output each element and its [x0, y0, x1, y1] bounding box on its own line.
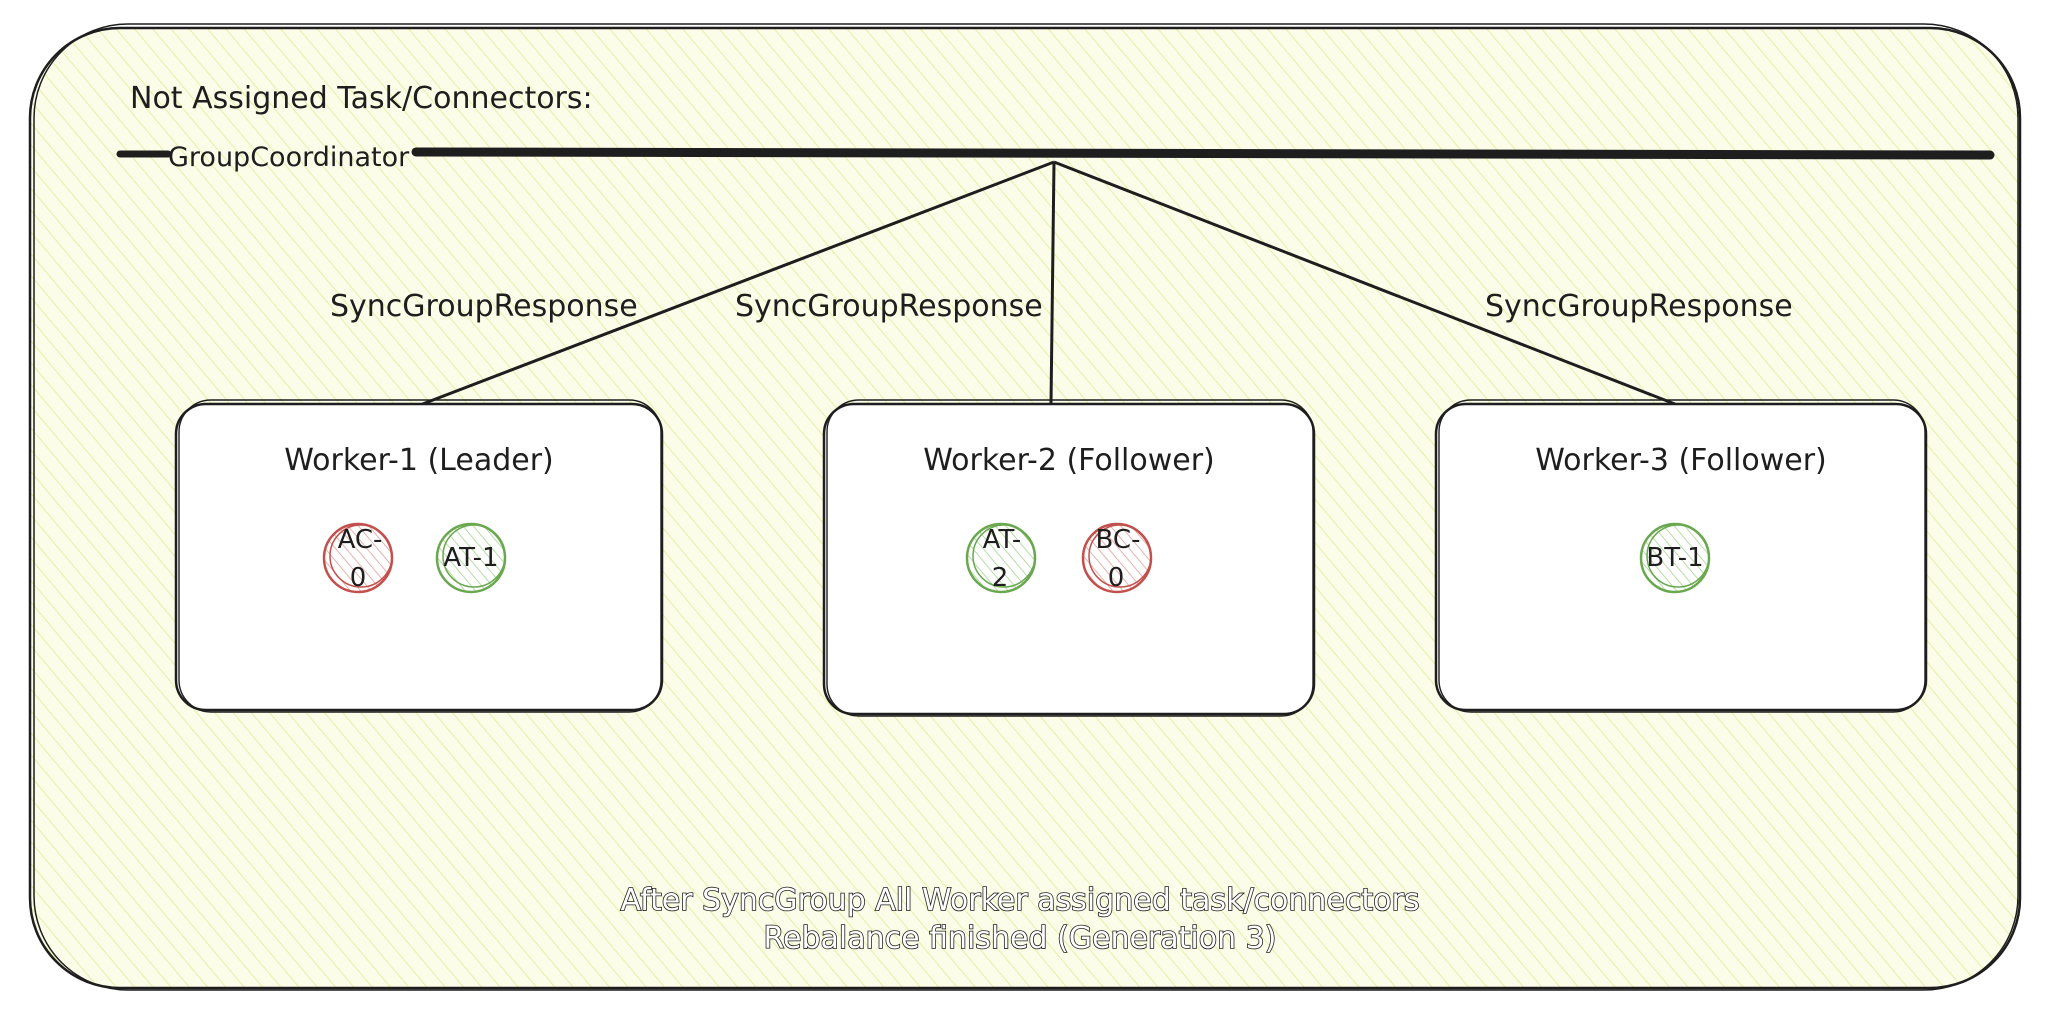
connection-worker-1: [419, 160, 1055, 407]
worker-3-label: Worker-3 (Follower): [1535, 443, 1827, 478]
connection-worker-2: [1049, 161, 1056, 405]
caption-line-1: After SyncGroup All Worker assigned task…: [621, 883, 1420, 918]
task-badge-bc-0: BC- 0: [1081, 522, 1153, 594]
worker-2-node: Worker-2 (Follower) AT- 2 BC- 0: [822, 399, 1316, 717]
task-label-at-2-line1: AT-: [983, 525, 1022, 555]
task-label-bc-0-line2: 0: [1108, 563, 1125, 593]
task-label-ac-0-line2: 0: [350, 563, 367, 593]
task-label-at-1: AT-1: [443, 543, 498, 573]
worker-2-label: Worker-2 (Follower): [923, 443, 1215, 478]
worker-1-node: Worker-1 (Leader) AC- 0 AT-1: [174, 399, 664, 713]
task-label-ac-0-line1: AC-: [338, 525, 383, 555]
worker-3-node: Worker-3 (Follower) BT-1: [1434, 399, 1928, 713]
sync-group-connections: [419, 160, 1681, 408]
worker-1-label: Worker-1 (Leader): [284, 443, 554, 478]
task-label-at-2-line2: 2: [992, 563, 1009, 593]
sync-group-response-label-1: SyncGroupResponse: [330, 289, 638, 324]
connection-worker-3: [1053, 160, 1681, 408]
group-coordinator-bar: [116, 147, 1995, 160]
task-badge-at-1: AT-1: [435, 522, 507, 594]
task-label-bt-1: BT-1: [1646, 543, 1703, 573]
sync-group-response-label-3: SyncGroupResponse: [1485, 289, 1793, 324]
task-badge-ac-0: AC- 0: [322, 522, 394, 594]
caption-line-2: Rebalance finished (Generation 3): [764, 921, 1277, 956]
task-badge-at-2: AT- 2: [965, 522, 1037, 594]
task-label-bc-0-line1: BC-: [1096, 525, 1141, 555]
task-badge-bt-1: BT-1: [1639, 522, 1711, 594]
group-coordinator-label: GroupCoordinator: [168, 142, 410, 173]
not-assigned-label: Not Assigned Task/Connectors:: [130, 81, 593, 116]
sync-group-response-label-2: SyncGroupResponse: [735, 289, 1043, 324]
